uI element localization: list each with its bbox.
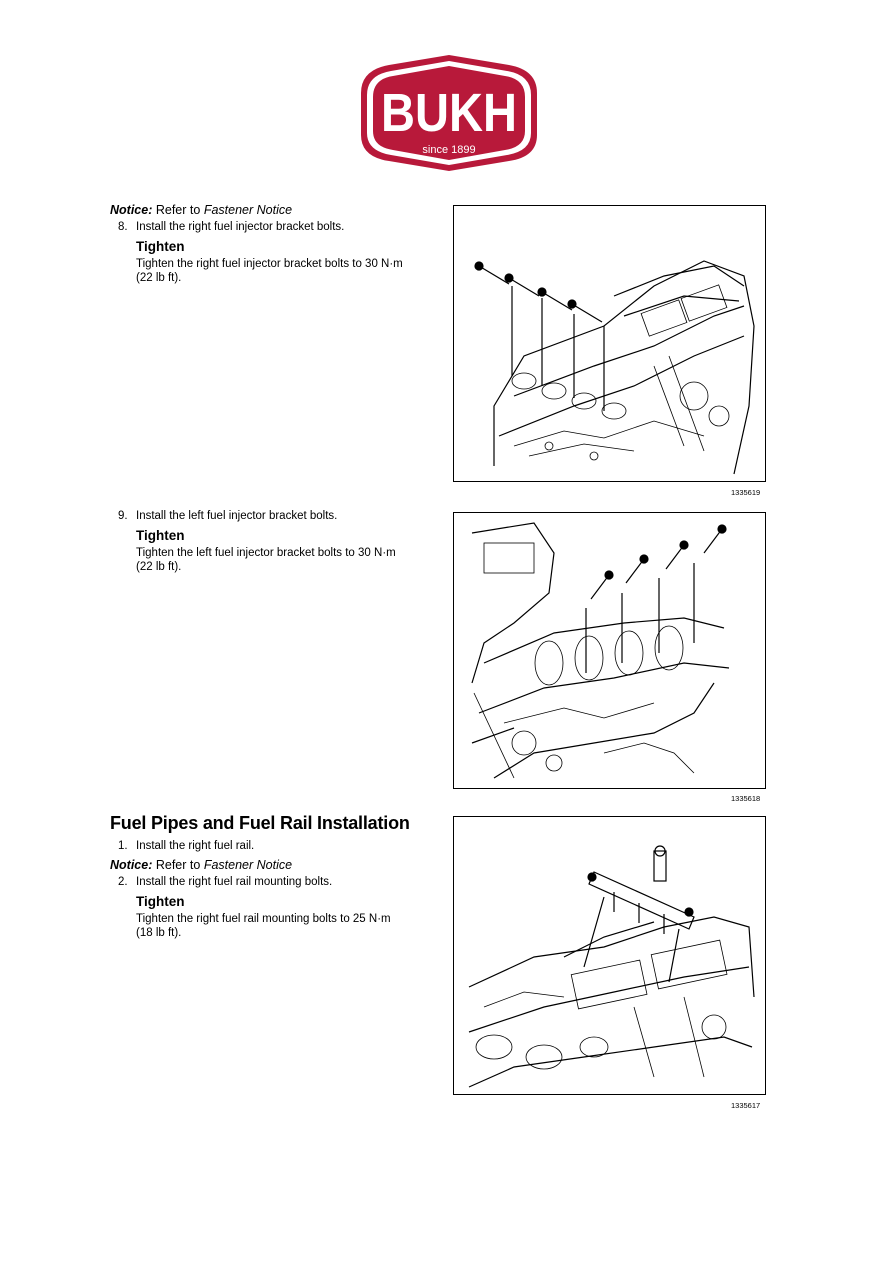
step-text: Install the left fuel injector bracket b… [136,510,338,522]
bukh-logo: BUKH since 1899 [361,55,537,171]
notice-link: Fastener Notice [203,203,293,217]
tighten-heading: Tighten [136,528,185,543]
engine-illustration [468,845,755,1088]
step-number: 1. [118,840,128,852]
figure-id: 1335617 [731,1101,761,1110]
tighten-text: Tighten the left fuel injector bracket b… [136,547,396,573]
step-number: 2. [118,876,128,888]
notice-link: Fastener Notice [203,858,293,872]
section-title: Fuel Pipes and Fuel Rail Installation [110,813,410,833]
logo-tagline: since 1899 [422,144,475,156]
figure-right-fuel-rail [453,816,766,1095]
logo-brand: BUKH [381,83,517,143]
engine-illustration [474,260,755,475]
fuel-rail-section: Fuel Pipes and Fuel Rail Installation 1.… [110,813,410,940]
step-number: 8. [118,221,128,233]
tighten-heading: Tighten [136,894,185,909]
notice-line: Notice: Refer to Fastener Notice [110,203,406,217]
step-item: 8. Install the right fuel injector bracke… [118,221,406,233]
notice-text: Refer to [155,858,201,872]
notice-line: Notice: Refer to Fastener Notice [110,858,410,872]
step-item: 9. Install the left fuel injector bracket… [118,510,406,522]
step-text: Install the right fuel rail mounting bol… [136,876,333,888]
tighten-text: Tighten the right fuel rail mounting bol… [136,913,391,939]
step-text: Install the right fuel injector bracket … [136,221,345,233]
step-item: 1. Install the right fuel rail. [118,840,410,852]
tighten-heading: Tighten [136,239,185,254]
step-8-block: Notice: Refer to Fastener Notice 8. Insta… [110,203,406,285]
engine-illustration [471,522,730,779]
notice-text: Refer to [155,203,201,217]
tighten-text: Tighten the right fuel injector bracket … [136,258,403,284]
step-9-block: 9. Install the left fuel injector bracket… [110,510,406,574]
figure-id: 1335619 [731,488,761,497]
figure-id: 1335618 [731,794,761,803]
figure-left-injector-brackets [453,512,766,789]
notice-label: Notice: [110,858,153,872]
step-item: 2. Install the right fuel rail mounting b… [118,876,410,888]
step-text: Install the right fuel rail. [136,840,255,852]
notice-label: Notice: [110,203,153,217]
figure-right-injector-brackets [453,205,766,482]
step-number: 9. [118,510,128,522]
